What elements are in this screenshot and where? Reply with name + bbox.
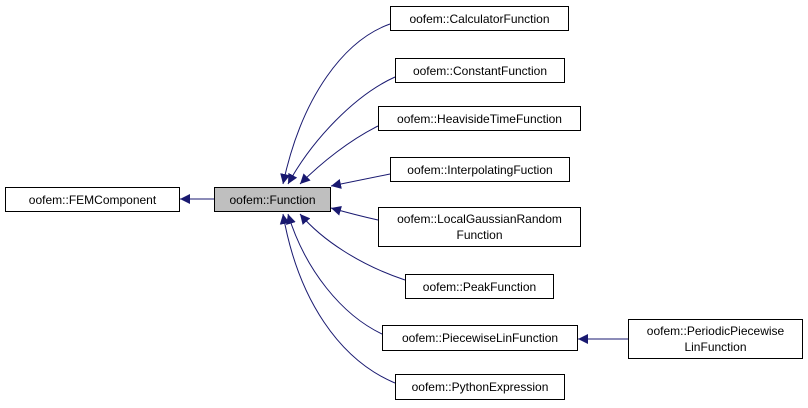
node-constant-function-label: oofem::ConstantFunction	[412, 63, 548, 78]
edge-peak-to-function	[299, 213, 406, 281]
node-function-current: oofem::Function	[214, 187, 331, 212]
node-periodic-piecewise-lin-function[interactable]: oofem::PeriodicPiecewise LinFunction	[628, 319, 803, 359]
node-python-expression[interactable]: oofem::PythonExpression	[395, 374, 565, 400]
node-calculator-function[interactable]: oofem::CalculatorFunction	[390, 6, 569, 31]
node-fem-component[interactable]: oofem::FEMComponent	[5, 187, 180, 212]
node-fem-component-label: oofem::FEMComponent	[28, 192, 157, 207]
node-function-label: oofem::Function	[229, 192, 316, 207]
node-python-expression-label: oofem::PythonExpression	[411, 380, 549, 394]
node-piecewise-lin-function[interactable]: oofem::PiecewiseLinFunction	[382, 325, 578, 351]
node-periodic-piecewise-lin-function-line2: LinFunction	[684, 340, 747, 354]
edge-python-to-function	[279, 213, 396, 384]
node-local-gaussian-random-function[interactable]: oofem::LocalGaussianRandom Function	[378, 207, 581, 247]
edge-heaviside-to-function	[299, 125, 379, 185]
node-interpolating-fuction-label: oofem::InterpolatingFuction	[407, 162, 553, 177]
node-periodic-piecewise-lin-function-line1: oofem::PeriodicPiecewise	[646, 324, 785, 338]
node-calculator-function-label: oofem::CalculatorFunction	[409, 11, 550, 26]
node-local-gaussian-random-function-line2: Function	[456, 228, 503, 242]
node-interpolating-fuction[interactable]: oofem::InterpolatingFuction	[390, 157, 570, 182]
edge-interpolating-to-function	[330, 173, 391, 189]
node-constant-function[interactable]: oofem::ConstantFunction	[395, 58, 565, 83]
node-peak-function-label: oofem::PeakFunction	[422, 279, 537, 294]
node-heaviside-time-function-label: oofem::HeavisideTimeFunction	[397, 111, 562, 126]
node-peak-function[interactable]: oofem::PeakFunction	[405, 274, 554, 299]
edge-gaussian-to-function	[330, 205, 379, 221]
node-local-gaussian-random-function-line1: oofem::LocalGaussianRandom	[397, 212, 562, 226]
edge-calculator-to-function	[280, 23, 391, 185]
node-heaviside-time-function[interactable]: oofem::HeavisideTimeFunction	[378, 106, 581, 131]
edge-constant-to-function	[287, 76, 396, 185]
edge-piecewise-to-function	[286, 213, 383, 335]
node-piecewise-lin-function-label: oofem::PiecewiseLinFunction	[401, 331, 559, 345]
